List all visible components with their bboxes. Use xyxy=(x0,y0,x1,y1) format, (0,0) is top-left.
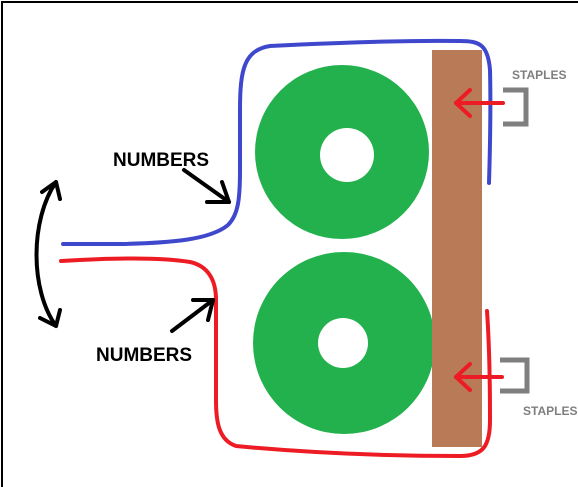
top-staple-icon xyxy=(503,87,529,127)
bottom-staple-arrow-icon xyxy=(454,362,504,392)
numbers-bottom-arrow-icon xyxy=(170,298,215,333)
top-staple-arrow-icon xyxy=(454,88,505,118)
numbers-top-arrow-icon xyxy=(182,168,231,204)
blue-tape-strip xyxy=(61,38,493,246)
wooden-board xyxy=(432,50,482,447)
staples-label-bottom: STAPLES xyxy=(523,404,577,418)
bottom-staple-icon xyxy=(500,357,530,394)
numbers-label-top: NUMBERS xyxy=(113,150,209,171)
numbers-label-bottom: NUMBERS xyxy=(96,345,192,366)
red-tape-strip xyxy=(59,256,492,458)
bottom-roll-hole xyxy=(318,318,368,368)
top-roll-hole xyxy=(320,128,374,182)
curved-double-arrow-icon xyxy=(34,180,62,328)
staples-label-top: STAPLES xyxy=(512,68,566,82)
top-tape-roll xyxy=(255,65,429,239)
bottom-tape-roll xyxy=(253,252,435,434)
